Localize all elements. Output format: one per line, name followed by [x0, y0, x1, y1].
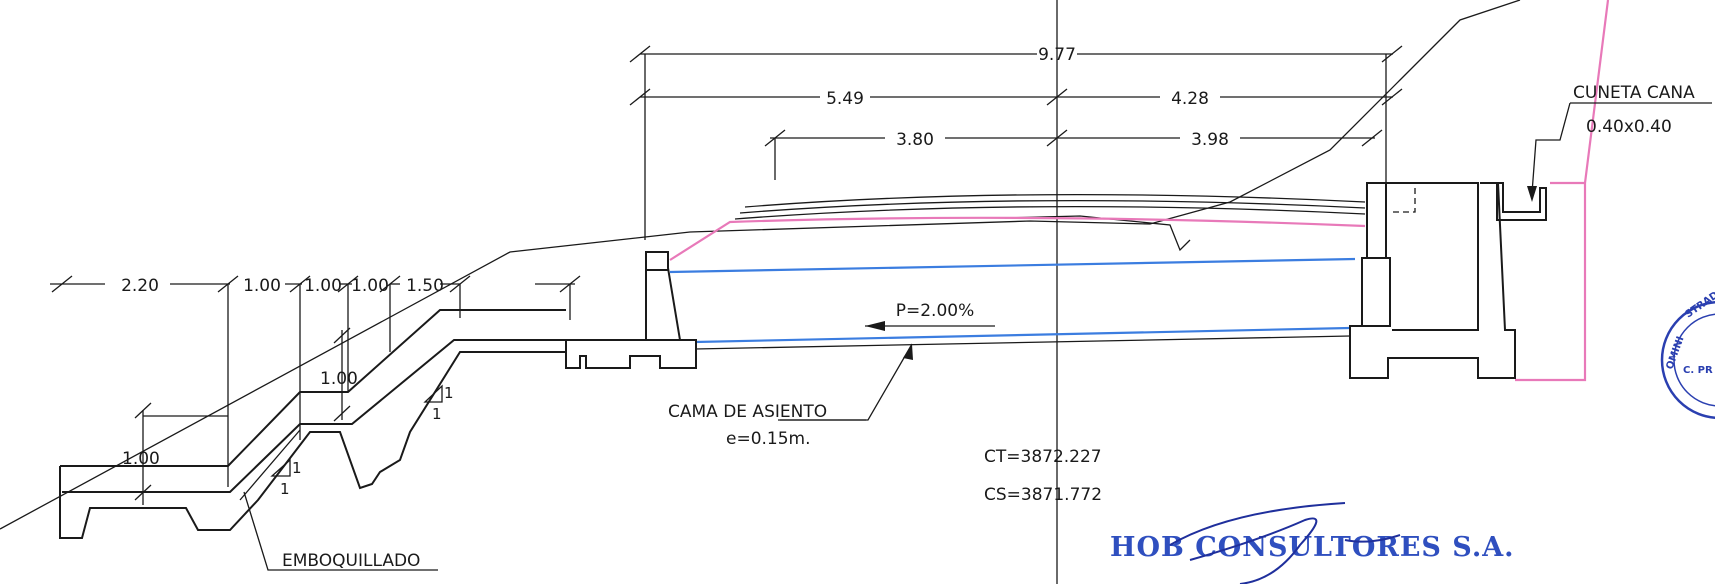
- subgrade-line-lower: [694, 326, 1351, 344]
- slope-indicator-upper: 1 1: [423, 384, 454, 423]
- step-dimensions: 2.20 1.00 1.00 1.00 1.50: [50, 275, 581, 487]
- step-label-2: 1.00: [243, 276, 281, 296]
- vertical-label-lower: 1.00: [122, 449, 160, 469]
- dimension-row-3: 3.80 3.98: [764, 129, 1383, 180]
- company-name: HOB CONSULTORES S.A.: [1110, 532, 1515, 563]
- stepped-embankment: [59, 309, 566, 539]
- cama-thickness: e=0.15m.: [726, 429, 811, 449]
- svg-text:C. PR: C. PR: [1683, 365, 1713, 376]
- pavement-layers: [734, 193, 1366, 252]
- cama-title: CAMA DE ASIENTO: [668, 402, 827, 422]
- step-label-4: 1.00: [351, 276, 389, 296]
- cs-value: CS=3871.772: [984, 485, 1102, 505]
- svg-text:1: 1: [444, 384, 454, 402]
- svg-text:1: 1: [292, 459, 302, 477]
- step-label-5: 1.50: [406, 276, 444, 296]
- dimension-label-left-span: 5.49: [826, 89, 864, 109]
- cuneta-callout: CUNETA CANA 0.40x0.40: [1527, 83, 1712, 202]
- dimension-label-total: 9.77: [1038, 45, 1076, 65]
- ct-value: CT=3872.227: [984, 447, 1102, 467]
- pavement-outline-pink: [669, 216, 1366, 261]
- emboquillado-callout: EMBOQUILLADO: [243, 491, 438, 571]
- right-retaining-wall: [1349, 182, 1547, 379]
- dimension-row-2: 5.49 4.28: [629, 88, 1403, 109]
- road-base-line: [694, 335, 1351, 350]
- cuneta-size: 0.40x0.40: [1586, 117, 1672, 137]
- cuneta-title: CUNETA CANA: [1573, 83, 1695, 103]
- dimension-label-inner-right: 3.98: [1191, 130, 1229, 150]
- vertical-label-upper: 1.00: [320, 369, 358, 389]
- slope-arrow: P=2.00%: [865, 301, 995, 331]
- emboquillado-label: EMBOQUILLADO: [282, 551, 420, 571]
- vertical-dimensions: 1.00 1.00: [122, 327, 358, 505]
- natural-ground-line: [0, 0, 1521, 530]
- signature-scribble: [1169, 502, 1401, 584]
- right-boundary-pink: [1515, 0, 1610, 382]
- svg-text:1: 1: [280, 480, 290, 498]
- dimension-total-width: 9.77: [629, 45, 1403, 240]
- cama-callout: CAMA DE ASIENTO e=0.15m.: [668, 343, 913, 449]
- step-label-3: 1.00: [304, 276, 342, 296]
- dimension-label-inner-left: 3.80: [896, 130, 934, 150]
- step-label-1: 2.20: [121, 276, 159, 296]
- official-stamp: STRADO OMINI C. PR: [1660, 285, 1715, 420]
- slope-indicator-lower: 1 1: [270, 458, 302, 498]
- subgrade-line-upper: [669, 257, 1356, 274]
- dimension-label-right-span: 4.28: [1171, 89, 1209, 109]
- left-retaining-wall: [565, 251, 697, 369]
- slope-label: P=2.00%: [896, 301, 975, 321]
- svg-text:1: 1: [432, 405, 442, 423]
